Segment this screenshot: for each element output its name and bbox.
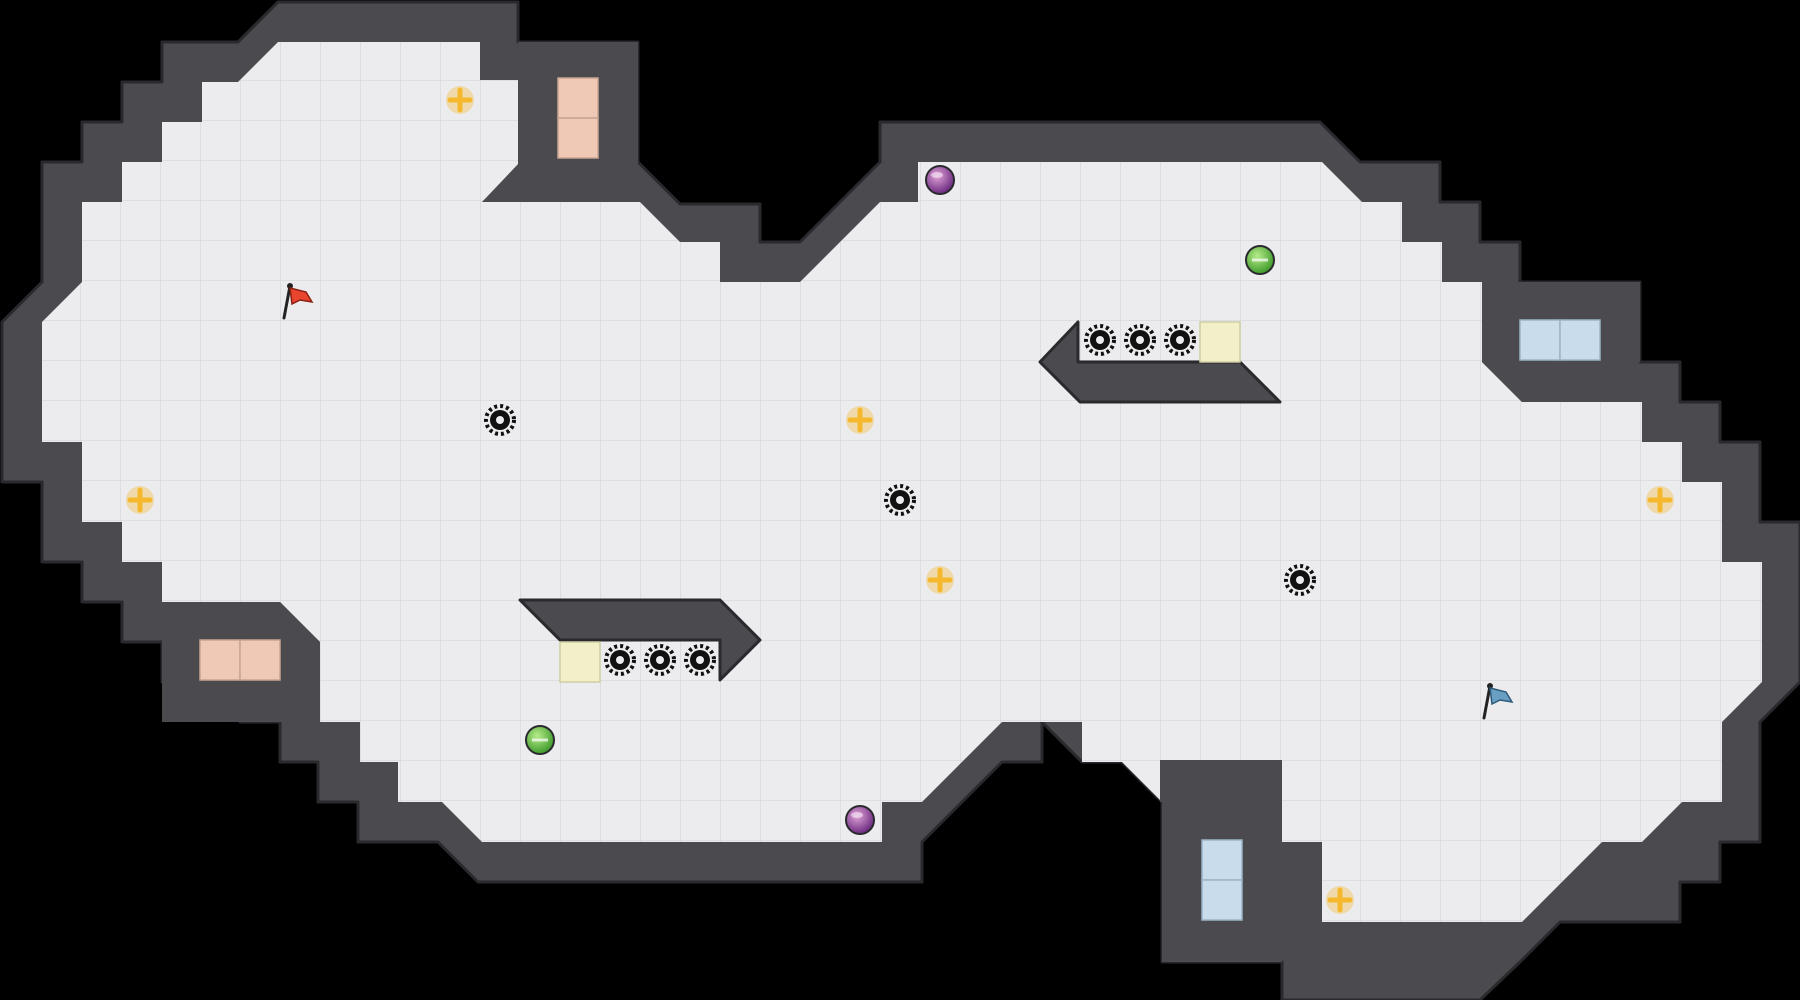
interior-wall <box>1038 320 1282 404</box>
red-flag-icon[interactable] <box>282 283 314 320</box>
spike-icon <box>1284 564 1316 596</box>
boost-icon <box>1326 886 1354 914</box>
boost-icon <box>446 86 474 114</box>
tagpro-icon <box>845 805 875 835</box>
spike-icon <box>1164 324 1196 356</box>
spikes <box>484 324 1316 676</box>
gate-tile <box>559 641 601 683</box>
spike-icon <box>484 404 516 436</box>
tagpro-icon <box>925 165 955 195</box>
floor-patch <box>1160 760 1282 802</box>
spike-icon <box>684 644 716 676</box>
interior-wall <box>518 598 762 682</box>
powerups <box>525 165 1275 835</box>
jukejuice-icon <box>525 725 555 755</box>
gate-tile <box>1199 321 1241 363</box>
blue-endzone-tile <box>1201 879 1243 921</box>
jukejuice-icon <box>1245 245 1275 275</box>
blue-endzone-tile <box>1201 839 1243 881</box>
boost-icon <box>1646 486 1674 514</box>
red-endzone-tile <box>239 639 281 681</box>
spike-icon <box>604 644 636 676</box>
blue-endzone-tile <box>1559 319 1601 361</box>
boosts <box>126 86 1674 914</box>
spike-icon <box>884 484 916 516</box>
red-endzone-tile <box>199 639 241 681</box>
spike-icon <box>644 644 676 676</box>
spike-icon <box>1124 324 1156 356</box>
boost-icon <box>926 566 954 594</box>
blue-flag-icon[interactable] <box>1482 683 1514 720</box>
spike-icon <box>1084 324 1116 356</box>
arena-floor <box>42 42 1762 922</box>
red-endzone-tile <box>557 77 599 119</box>
red-endzone-tile <box>557 117 599 159</box>
boost-icon <box>126 486 154 514</box>
blue-endzone-tile <box>1519 319 1561 361</box>
boost-icon <box>846 406 874 434</box>
